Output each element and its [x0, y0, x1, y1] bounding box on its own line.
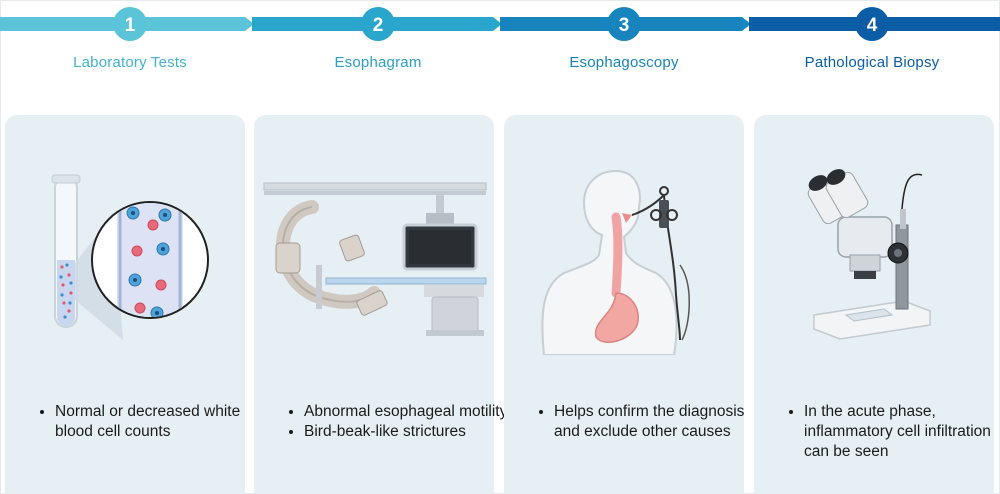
step-badge-1: 1 — [113, 7, 147, 41]
bullet-item: Abnormal esophageal motility — [304, 402, 514, 422]
step-badge-3: 3 — [607, 7, 641, 41]
step-bullets-1: Normal or decreased white blood cell cou… — [35, 402, 265, 442]
step-title-1: Laboratory Tests — [73, 54, 187, 71]
bullet-item: In the acute phase, inflammatory cell in… — [804, 402, 1000, 462]
process-arrow-bar: 1 2 3 4 — [0, 7, 1000, 41]
step-number-2: 2 — [373, 15, 384, 36]
step-number-4: 4 — [867, 15, 878, 36]
bullet-item: Normal or decreased white blood cell cou… — [55, 402, 265, 442]
step-number-1: 1 — [125, 15, 136, 36]
step-bullets-2: Abnormal esophageal motility Bird-beak-l… — [284, 402, 514, 442]
step-bullets-4: In the acute phase, inflammatory cell in… — [784, 402, 1000, 462]
step-panel-1: Normal or decreased white blood cell cou… — [5, 115, 245, 494]
bullet-item: Bird-beak-like strictures — [304, 422, 514, 442]
step-title-4: Pathological Biopsy — [804, 54, 940, 71]
microscope-icon — [807, 169, 931, 340]
step-panel-3: Helps confirm the diagnosis and exclude … — [504, 115, 744, 494]
endoscopy-patient-icon — [541, 169, 690, 355]
step-panel-4: In the acute phase, inflammatory cell in… — [754, 115, 994, 494]
bullet-item: Helps confirm the diagnosis and exclude … — [554, 402, 764, 442]
fluoroscopy-c-arm-icon — [263, 182, 487, 336]
step-title-3: Esophagoscopy — [569, 54, 679, 71]
step-number-3: 3 — [619, 15, 630, 36]
step-bullets-3: Helps confirm the diagnosis and exclude … — [534, 402, 764, 442]
test-tube-blood-cells-icon — [51, 174, 209, 340]
step-badge-2: 2 — [361, 7, 395, 41]
step-panel-2: Abnormal esophageal motility Bird-beak-l… — [254, 115, 507, 494]
step-badge-4: 4 — [855, 7, 889, 41]
step-title-2: Esophagram — [334, 54, 422, 71]
